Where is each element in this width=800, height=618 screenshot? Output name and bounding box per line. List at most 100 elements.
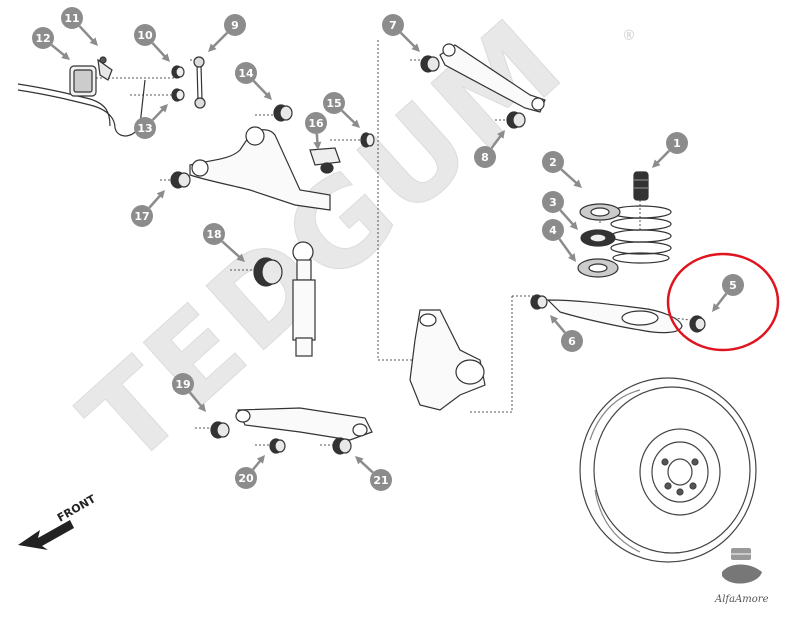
callout-leader-9 [211,31,229,49]
upper-control-arm [170,104,331,211]
callout-number-16: 16 [308,117,324,130]
callout-leader-18 [221,240,242,259]
callout-arrowhead-17 [156,190,165,199]
callout-arrowhead-16 [313,141,322,150]
logo-text: AlfaAmore [714,594,769,605]
callout-badge-4 [542,219,564,241]
callout-number-2: 2 [549,156,557,169]
callout-leader-17 [148,193,162,209]
callout-badge-14 [235,62,257,84]
callout-leader-2 [560,168,579,185]
callout-number-20: 20 [238,472,254,485]
callout-arrowhead-2 [573,179,582,188]
callout-leader-12 [50,43,67,58]
callout-badge-20 [235,467,257,489]
callout-arrowhead-13 [159,104,168,113]
callout-badge-21 [370,469,392,491]
hub-carrier [409,309,486,411]
callout-badge-11 [61,7,83,29]
callout-arrowhead-4 [568,253,576,262]
highlight-ring-part-5 [666,252,780,352]
callout-arrowhead-8 [497,130,505,139]
callout-badge-5 [722,274,744,296]
front-direction-arrow: FRONT [18,492,98,550]
callout-arrowhead-20 [256,455,265,464]
callout-9: 9 [208,14,246,52]
callout-arrowhead-6 [550,315,559,324]
callout-number-10: 10 [137,29,153,42]
callout-leader-11 [78,25,95,43]
callout-20: 20 [235,455,265,489]
callout-leader-10 [151,42,167,59]
callout-arrowhead-21 [355,456,364,465]
callout-number-17: 17 [134,210,149,223]
stabilizer-link [171,56,206,109]
callout-arrowhead-10 [161,53,170,62]
callout-4: 4 [542,219,576,262]
callout-arrowhead-9 [208,43,217,52]
callout-leader-8 [490,134,503,149]
wheel [579,377,757,563]
callout-badge-10 [134,24,156,46]
rear-lateral-link [420,43,546,129]
callout-number-5: 5 [729,279,737,292]
callout-badge-8 [474,146,496,168]
callout-number-6: 6 [568,335,576,348]
callout-number-11: 11 [64,12,79,25]
callout-arrowhead-5 [712,303,721,312]
lower-spring-arm [530,294,706,334]
callout-number-13: 13 [137,122,152,135]
callout-leader-7 [399,31,417,49]
callout-badge-17 [131,205,153,227]
callout-leader-13 [151,107,165,121]
callout-16: 16 [305,112,327,150]
callout-arrowhead-11 [89,37,98,46]
callout-badge-2 [542,151,564,173]
callout-7: 7 [382,14,420,52]
alfaamore-logo: AlfaAmore [714,548,769,605]
callout-19: 19 [172,373,206,412]
spring-assembly [577,171,672,278]
callout-arrowhead-3 [569,221,578,230]
callout-11: 11 [61,7,98,46]
callout-number-18: 18 [206,228,221,241]
callout-arrowhead-1 [652,159,661,168]
callout-8: 8 [474,130,505,168]
callout-1: 1 [652,132,688,168]
callout-leader-14 [252,80,269,97]
callout-number-21: 21 [373,474,388,487]
callout-6: 6 [550,315,583,352]
callout-number-9: 9 [231,19,239,32]
callout-2: 2 [542,151,582,188]
callout-arrowhead-12 [61,51,70,60]
callout-17: 17 [131,190,165,227]
callout-arrowhead-15 [351,119,360,128]
callout-number-14: 14 [238,67,254,80]
callout-badge-6 [561,330,583,352]
callout-12: 12 [32,27,70,60]
stabilizer-bar [17,56,146,137]
callout-badge-1 [666,132,688,154]
callout-10: 10 [134,24,170,62]
callout-number-15: 15 [326,97,341,110]
callout-13: 13 [134,104,168,139]
callout-leader-1 [655,149,671,165]
callout-number-7: 7 [389,19,397,32]
callout-3: 3 [542,191,578,230]
callout-number-3: 3 [549,196,557,209]
front-label: FRONT [55,492,98,525]
callout-badge-7 [382,14,404,36]
callout-arrowhead-19 [197,403,206,412]
lower-control-arm [210,407,373,455]
callout-leader-4 [558,238,574,258]
shock-absorber [253,241,316,357]
callout-badge-9 [224,14,246,36]
callout-badge-15 [323,92,345,114]
callout-leader-20 [252,458,263,471]
callout-badge-3 [542,191,564,213]
callout-number-12: 12 [35,32,50,45]
callout-leader-6 [552,318,566,334]
